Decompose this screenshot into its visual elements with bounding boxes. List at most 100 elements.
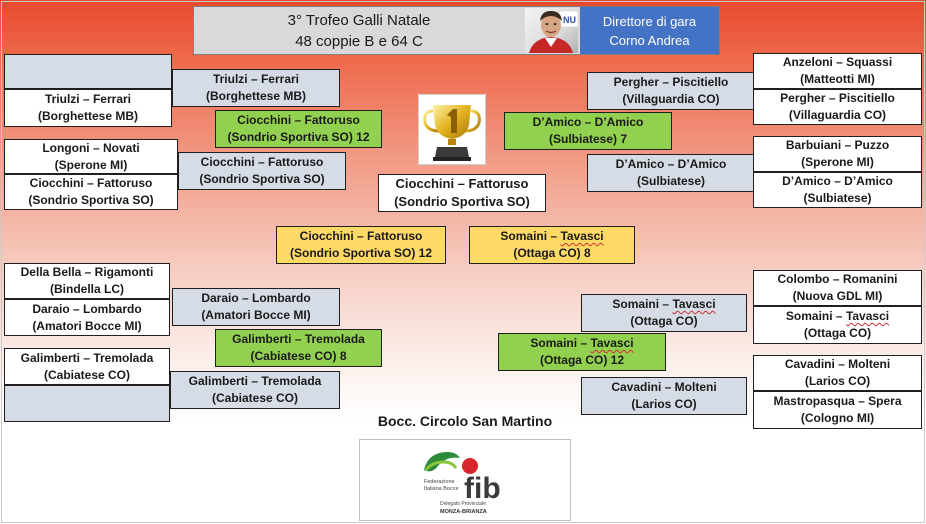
left-r1-slot-7: Galimberti – Tremolada (Cabiatese CO) bbox=[4, 348, 170, 385]
team-club: (Ottaga CO) bbox=[803, 326, 872, 340]
team-club: (Villaguardia CO) bbox=[622, 92, 720, 106]
team-club: (Sondrio Sportiva SO) 12 bbox=[227, 130, 370, 144]
title-line-2: 48 coppie B e 64 C bbox=[295, 32, 423, 50]
team-names: Somaini – Tavasci bbox=[530, 336, 634, 350]
team-club: (Cabiatese CO) bbox=[43, 367, 131, 382]
team-names: Mastropasqua – Spera bbox=[773, 394, 902, 408]
right-r1-slot-8: Mastropasqua – Spera (Cologno MI) bbox=[753, 391, 922, 429]
team-club: (Bindella LC) bbox=[50, 282, 124, 296]
header-panel: 3° Trofeo Galli Natale 48 coppie B e 64 … bbox=[193, 6, 720, 55]
team-club: (Larios CO) bbox=[631, 397, 697, 411]
team-names: Pergher – Piscitiello bbox=[613, 75, 729, 89]
team-club: (Sulbiatese) bbox=[803, 191, 872, 205]
left-r2-slot-1: Triulzi – Ferrari (Borghettese MB) bbox=[172, 69, 340, 107]
fib-logo: fib Federazione Italiana Bocce Delegato … bbox=[359, 439, 571, 521]
right-r1-slot-6: Somaini – Tavasci (Ottaga CO) bbox=[753, 306, 922, 344]
right-r2-slot-3: Somaini – Tavasci (Ottaga CO) bbox=[581, 294, 747, 332]
right-r1-slot-3: Barbuiani – Puzzo (Sperone MI) bbox=[753, 136, 922, 172]
team-names: Pergher – Piscitiello bbox=[780, 91, 895, 105]
right-r3-slot-2: Somaini – Tavasci (Ottaga CO) 12 bbox=[498, 333, 666, 371]
left-semifinal: Ciocchini – Fattoruso (Sondrio Sportiva … bbox=[276, 226, 446, 264]
team-club: (Sulbiatese) bbox=[636, 174, 705, 188]
fib-logo-icon: fib Federazione Italiana Bocce Delegato … bbox=[424, 452, 501, 515]
left-r1-slot-1 bbox=[4, 54, 172, 89]
team-names: Galimberti – Tremolada bbox=[188, 374, 322, 388]
svg-text:Federazione: Federazione bbox=[424, 479, 455, 485]
trophy-image bbox=[418, 94, 486, 165]
svg-text:NU: NU bbox=[563, 15, 576, 25]
team-names: Cavadini – Molteni bbox=[784, 357, 891, 371]
team-names: Galimberti – Tremolada bbox=[232, 332, 365, 346]
left-r2-slot-4: Galimberti – Tremolada (Cabiatese CO) bbox=[170, 371, 340, 409]
left-r1-slot-5: Della Bella – Rigamonti (Bindella LC) bbox=[4, 263, 170, 299]
final-winner: Ciocchini – Fattoruso (Sondrio Sportiva … bbox=[378, 174, 546, 212]
left-r1-slot-4: Ciocchini – Fattoruso (Sondrio Sportiva … bbox=[4, 174, 178, 210]
left-r1-slot-2: Triulzi – Ferrari (Borghettese MB) bbox=[4, 89, 172, 127]
trophy-icon bbox=[423, 105, 481, 161]
left-r2-slot-2: Ciocchini – Fattoruso (Sondrio Sportiva … bbox=[178, 152, 346, 190]
venue-label: Bocc. Circolo San Martino bbox=[377, 413, 553, 429]
team-club: (Villaguardia CO) bbox=[788, 108, 887, 122]
team-names: D’Amico – D’Amico bbox=[782, 174, 893, 188]
right-r1-slot-1: Anzeloni – Squassi (Matteotti MI) bbox=[753, 53, 922, 89]
team-club: (Sondrio Sportiva SO) 12 bbox=[289, 246, 433, 260]
director-photo: NU bbox=[525, 8, 578, 53]
team-club: (Cabiatese CO) 8 bbox=[250, 349, 347, 363]
team-club: (Ottaga CO) 12 bbox=[539, 353, 624, 367]
team-club: (Amatori Bocce MI) bbox=[201, 308, 311, 322]
svg-text:Italiana Bocce: Italiana Bocce bbox=[424, 486, 459, 492]
title-line-1: 3° Trofeo Galli Natale bbox=[287, 11, 431, 29]
right-r3-slot-1: D’Amico – D’Amico (Sulbiatese) 7 bbox=[504, 112, 672, 150]
director-panel: Direttore di gara Corno Andrea bbox=[580, 7, 719, 54]
team-names: Daraio – Lombardo bbox=[32, 301, 142, 316]
team-club: (Sperone MI) bbox=[54, 157, 128, 172]
svg-text:MONZA-BRIANZA: MONZA-BRIANZA bbox=[440, 509, 487, 515]
team-club: (Sondrio Sportiva SO) bbox=[28, 193, 154, 207]
right-r1-slot-7: Cavadini – Molteni (Larios CO) bbox=[753, 355, 922, 391]
team-club: (Ottaga CO) bbox=[630, 314, 698, 328]
director-label: Direttore di gara bbox=[602, 13, 697, 29]
right-r1-slot-5: Colombo – Romanini (Nuova GDL MI) bbox=[753, 270, 922, 306]
team-names: Ciocchini – Fattoruso bbox=[200, 155, 324, 169]
team-club: (Ottaga CO) 8 bbox=[513, 246, 591, 260]
team-names: Della Bella – Rigamonti bbox=[20, 265, 154, 279]
svg-text:Delegato Provinciale: Delegato Provinciale bbox=[440, 501, 486, 507]
team-club: (Matteotti MI) bbox=[800, 72, 875, 86]
team-names: Cavadini – Molteni bbox=[611, 380, 717, 394]
team-club: (Borghettese MB) bbox=[37, 109, 138, 123]
team-names: Colombo – Romanini bbox=[777, 272, 898, 286]
team-club: (Sondrio Sportiva SO) bbox=[394, 194, 530, 209]
team-names: Galimberti – Tremolada bbox=[20, 350, 154, 365]
team-names: Somaini – Tavasci bbox=[785, 309, 890, 323]
right-r1-slot-4: D’Amico – D’Amico (Sulbiatese) bbox=[753, 172, 922, 208]
team-names: Ciocchini – Fattoruso bbox=[395, 176, 529, 191]
left-r3-slot-1: Ciocchini – Fattoruso (Sondrio Sportiva … bbox=[215, 110, 382, 148]
team-club: (Larios CO) bbox=[804, 374, 871, 388]
team-club: (Amatori Bocce MI) bbox=[32, 318, 142, 333]
team-club: (Cologno MI) bbox=[800, 411, 875, 425]
director-name: Corno Andrea bbox=[609, 32, 690, 48]
right-r2-slot-1: Pergher – Piscitiello (Villaguardia CO) bbox=[587, 72, 755, 110]
left-r2-slot-3: Daraio – Lombardo (Amatori Bocce MI) bbox=[172, 288, 340, 326]
team-names: D’Amico – D’Amico bbox=[615, 157, 727, 171]
team-club: (Sulbiatese) 7 bbox=[548, 132, 628, 146]
team-names: Triulzi – Ferrari bbox=[44, 92, 132, 106]
left-r1-slot-3: Longoni – Novati (Sperone MI) bbox=[4, 139, 178, 174]
team-names: Somaini – Tavasci bbox=[500, 229, 604, 243]
left-r3-slot-2: Galimberti – Tremolada (Cabiatese CO) 8 bbox=[215, 329, 382, 367]
team-club: (Sondrio Sportiva SO) bbox=[199, 172, 325, 186]
right-r1-slot-2: Pergher – Piscitiello (Villaguardia CO) bbox=[753, 89, 922, 125]
team-names: Ciocchini – Fattoruso bbox=[237, 113, 360, 127]
team-names: Ciocchini – Fattoruso bbox=[29, 176, 153, 190]
right-semifinal: Somaini – Tavasci (Ottaga CO) 8 bbox=[469, 226, 635, 264]
team-club: (Nuova GDL MI) bbox=[792, 289, 883, 303]
team-club: (Sperone MI) bbox=[801, 155, 874, 169]
team-names: Somaini – Tavasci bbox=[612, 297, 716, 311]
team-names: Triulzi – Ferrari bbox=[212, 72, 300, 86]
team-names: D’Amico – D’Amico bbox=[532, 115, 644, 129]
svg-text:fib: fib bbox=[464, 472, 501, 505]
team-names: Ciocchini – Fattoruso bbox=[299, 229, 423, 243]
team-names: Anzeloni – Squassi bbox=[782, 55, 893, 69]
team-names: Longoni – Novati bbox=[42, 140, 140, 155]
team-names: Daraio – Lombardo bbox=[201, 291, 311, 305]
